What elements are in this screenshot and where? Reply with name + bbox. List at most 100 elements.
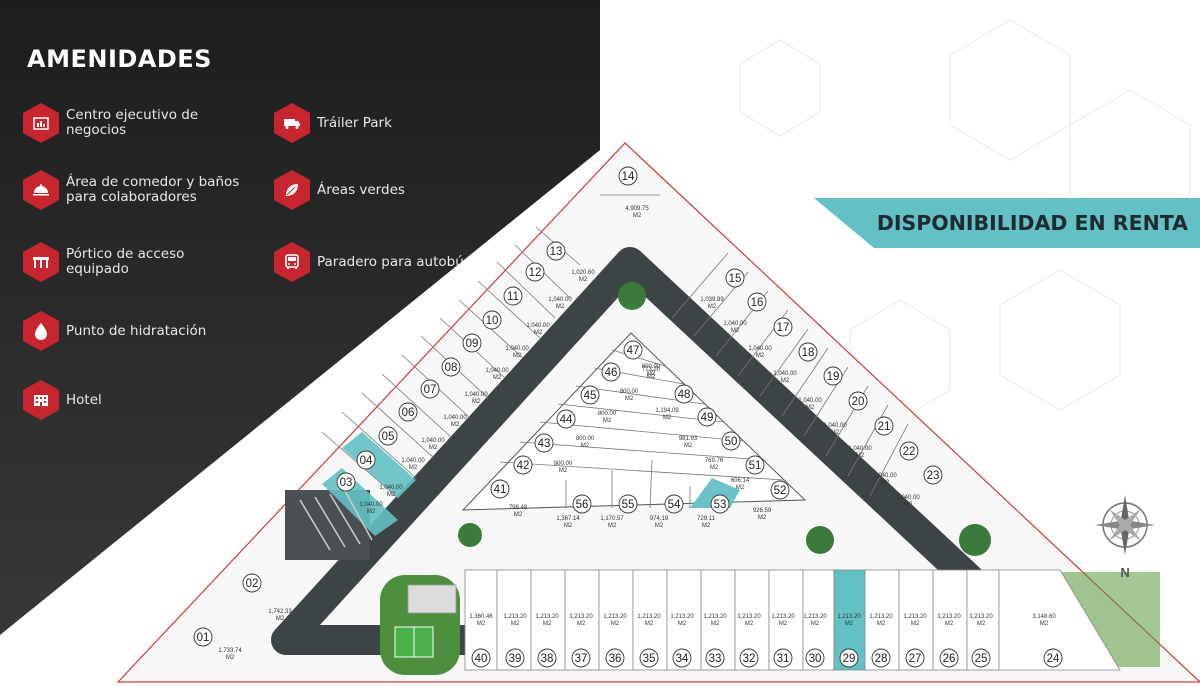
lot-48-unit: M2 <box>663 415 672 421</box>
lot-39-unit: M2 <box>511 621 520 627</box>
lot-23-badge[interactable] <box>923 465 943 485</box>
lot-42-area: 800.00 <box>554 461 573 467</box>
lot-40-badge[interactable] <box>471 648 491 668</box>
lot-24-area: 3,148.60 <box>1032 614 1056 620</box>
lot-19-badge[interactable] <box>823 366 843 386</box>
lot-53-number: 53 <box>714 499 727 511</box>
lot-51-badge[interactable] <box>745 455 765 475</box>
lot-35-badge[interactable] <box>639 648 659 668</box>
amenity-bus-stop: Paradero para autobús <box>274 242 492 282</box>
lot-39-badge[interactable] <box>505 648 525 668</box>
lot-02-badge[interactable] <box>242 573 262 593</box>
lot-09-unit: M2 <box>493 375 502 381</box>
lot-41-badge[interactable] <box>490 479 510 499</box>
lot-11-badge[interactable] <box>503 286 523 306</box>
lot-42-unit: M2 <box>559 468 568 474</box>
lot-41-number: 41 <box>494 484 507 496</box>
lot-33-number: 33 <box>709 653 722 665</box>
lot-56-badge[interactable] <box>572 494 592 514</box>
lot-46-badge[interactable] <box>601 362 621 382</box>
lot-12-badge[interactable] <box>525 262 545 282</box>
lot-18-badge[interactable] <box>798 342 818 362</box>
lot-03-area: 1,040.00 <box>359 502 383 508</box>
leaf-icon <box>274 170 310 210</box>
lot-22-unit: M2 <box>881 480 890 486</box>
lot-08-unit: M2 <box>472 399 481 405</box>
lot-16-badge[interactable] <box>747 292 767 312</box>
lot-07-number: 07 <box>424 384 437 396</box>
lot-56-unit: M2 <box>564 523 573 529</box>
lot-50-badge[interactable] <box>721 431 741 451</box>
lot-06-badge[interactable] <box>398 402 418 422</box>
lot-36-badge[interactable] <box>605 648 625 668</box>
lot-22-badge[interactable] <box>899 441 919 461</box>
lot-28-area: 1,213.20 <box>869 614 893 620</box>
parking-hatch <box>299 490 373 551</box>
lot-15-badge[interactable] <box>725 268 745 288</box>
lot-20-badge[interactable] <box>848 391 868 411</box>
lot-47-area: 773.20 <box>642 367 661 373</box>
lot-45-number: 45 <box>584 390 597 402</box>
lot-14-area: 4,909.75 <box>625 206 649 212</box>
availability-banner: DISPONIBILIDAD EN RENTA <box>814 198 1200 248</box>
lot-04-unit: M2 <box>387 492 396 498</box>
lot-34-badge[interactable] <box>672 648 692 668</box>
lot-21-badge[interactable] <box>874 416 894 436</box>
lot-28-badge[interactable] <box>871 648 891 668</box>
lot-14-number: 14 <box>622 171 635 183</box>
lot-25-unit: M2 <box>977 621 986 627</box>
lot-49-badge[interactable] <box>697 407 717 427</box>
lot-14-badge[interactable] <box>618 166 638 186</box>
lot-51-area: 606.14 <box>731 478 750 484</box>
lot-31-badge[interactable] <box>773 648 793 668</box>
lot-27-badge[interactable] <box>905 648 925 668</box>
lot-54-badge[interactable] <box>664 494 684 514</box>
lot-28-unit: M2 <box>877 621 886 627</box>
lot-39-area: 1,213.20 <box>503 614 527 620</box>
lot-24-badge[interactable] <box>1043 648 1063 668</box>
lot-26-badge[interactable] <box>939 648 959 668</box>
lot-10-badge[interactable] <box>482 310 502 330</box>
lot-30-badge[interactable] <box>805 648 825 668</box>
lot-23-area: 1,040.00 <box>896 495 920 501</box>
lot-17-badge[interactable] <box>773 317 793 337</box>
lot-47-badge[interactable] <box>623 340 643 360</box>
service-building <box>407 584 457 614</box>
lot-48-badge[interactable] <box>674 384 694 404</box>
lot-09-badge[interactable] <box>462 333 482 353</box>
lot-47-unit: M2 <box>647 374 656 380</box>
lot-40-area: 1,360.46 <box>469 614 493 620</box>
lot-43-badge[interactable] <box>534 433 554 453</box>
lot-04-highlight <box>342 432 416 498</box>
lot-17-unit: M2 <box>756 353 765 359</box>
lot-25-badge[interactable] <box>971 648 991 668</box>
lot-42-badge[interactable] <box>513 455 533 475</box>
lot-33-area: 1,213.20 <box>703 614 727 620</box>
lot-43-area: 800.00 <box>576 436 595 442</box>
lot-44-badge[interactable] <box>556 409 576 429</box>
lot-08-badge[interactable] <box>441 357 461 377</box>
lot-07-badge[interactable] <box>420 379 440 399</box>
lot-34-unit: M2 <box>678 621 687 627</box>
amenity-label: Pórtico de acceso equipado <box>66 246 185 277</box>
lot-01-badge[interactable] <box>193 627 213 647</box>
amenity-label: Áreas verdes <box>317 181 405 198</box>
lot-18-number: 18 <box>802 347 815 359</box>
lot-11-number: 11 <box>507 291 519 303</box>
lot-32-badge[interactable] <box>739 648 759 668</box>
lot-06-area: 1,040.00 <box>421 438 445 444</box>
lot-05-badge[interactable] <box>378 426 398 446</box>
lot-37-badge[interactable] <box>571 648 591 668</box>
lot-04-badge[interactable] <box>356 450 376 470</box>
lot-55-badge[interactable] <box>618 494 638 514</box>
lot-50-area: 769.76 <box>705 458 724 464</box>
lot-03-badge[interactable] <box>336 472 356 492</box>
lot-45-badge[interactable] <box>580 385 600 405</box>
lot-38-badge[interactable] <box>537 648 557 668</box>
lot-33-badge[interactable] <box>705 648 725 668</box>
lot-52-badge[interactable] <box>770 480 790 500</box>
lot-13-badge[interactable] <box>546 241 566 261</box>
lot-29-badge[interactable] <box>839 648 859 668</box>
lot-15-area: 1,039.89 <box>700 297 724 303</box>
lot-53-badge[interactable] <box>710 494 730 514</box>
